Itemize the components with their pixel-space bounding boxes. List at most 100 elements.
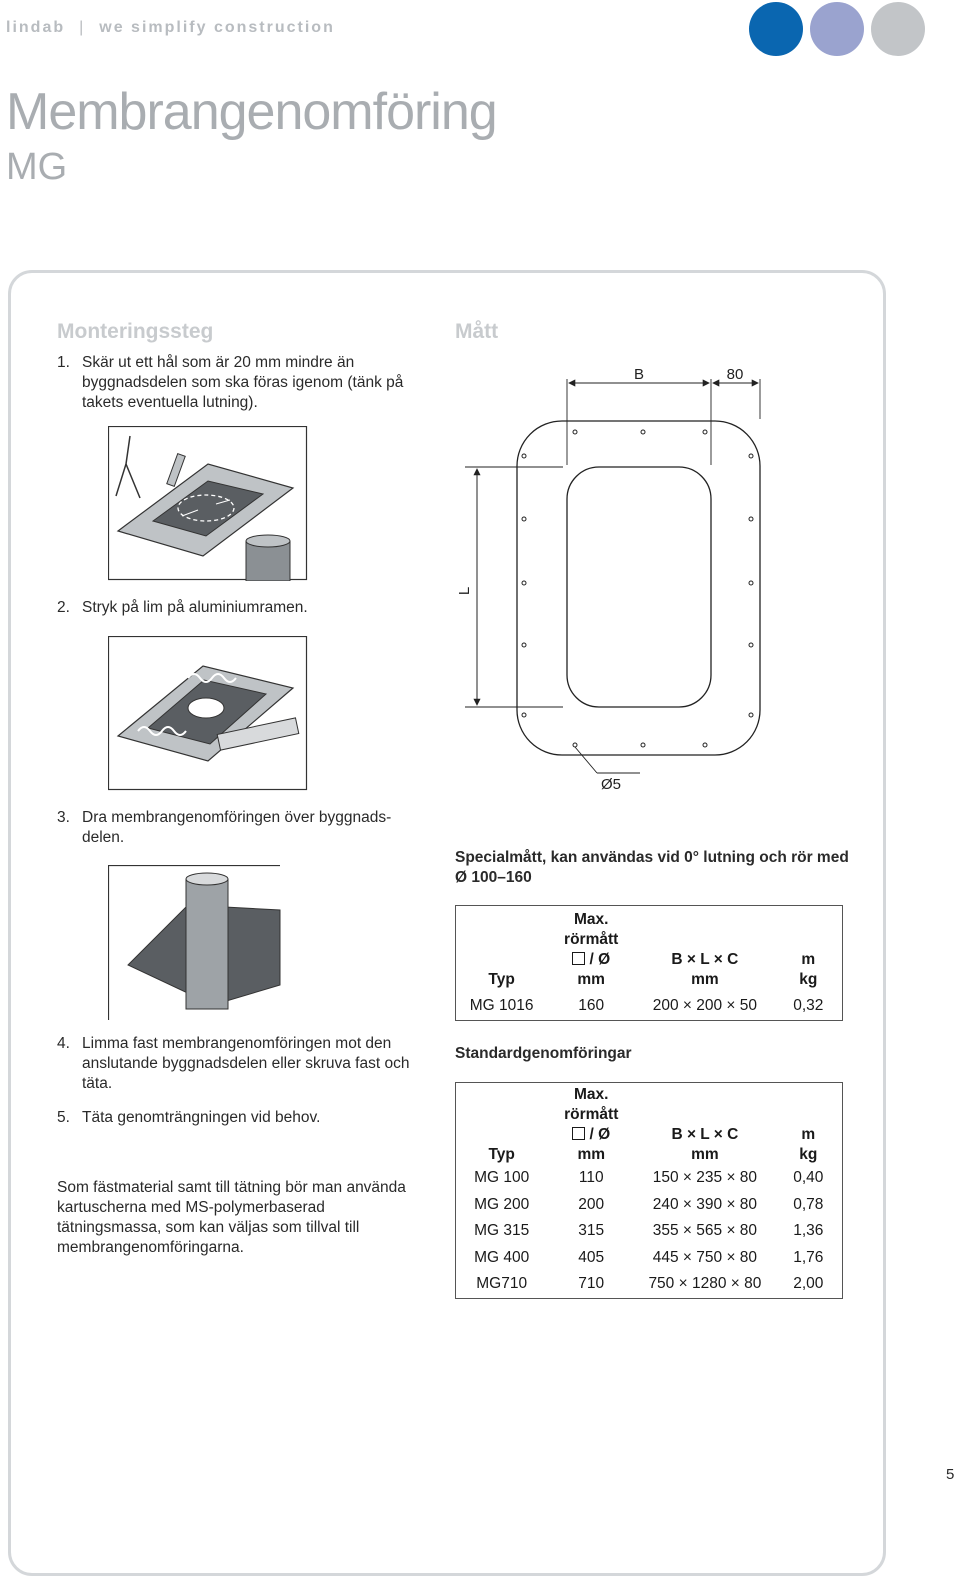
header-blc-line: mm <box>691 971 719 988</box>
brand-slogan: we simplify construction <box>99 19 335 36</box>
blue-dot <box>749 2 803 56</box>
step-text: Dra membrangenomföringen över byggnads-d… <box>82 809 392 846</box>
cell-max: 405 <box>578 1248 605 1266</box>
step-number: 2. <box>57 599 70 616</box>
header-m-line: kg <box>799 1146 818 1163</box>
header-max-line: Max. <box>574 1086 609 1103</box>
header-max-line: rörmått <box>564 1106 619 1123</box>
cell-typ: MG 100 <box>474 1169 530 1187</box>
page-title: Membrangenomföring <box>6 83 498 141</box>
table-row: MG 200 200 240 × 390 × 80 0,78 <box>456 1192 843 1219</box>
cell-m: 1,76 <box>793 1248 824 1266</box>
table-row: MG 100 110 150 × 235 × 80 0,40 <box>456 1165 843 1192</box>
header-blc-line: mm <box>691 1146 719 1163</box>
cell-m: 1,36 <box>793 1222 824 1240</box>
header-typ: Typ <box>488 971 515 988</box>
step-5: 5. Täta genomträngningen vid behov. <box>57 1108 427 1128</box>
dim-label-80: 80 <box>727 366 744 383</box>
cell-max: 315 <box>578 1222 605 1240</box>
header-max-symbol: / Ø <box>589 1126 611 1143</box>
header-max-line: mm <box>577 971 605 988</box>
header-max-line: / Ø <box>547 1125 635 1145</box>
cell-max: 710 <box>578 1275 605 1293</box>
cell-m: 2,00 <box>793 1275 824 1293</box>
step-3: 3. Dra membrangenomföringen över byggnad… <box>57 808 417 848</box>
cut-hole-illustration <box>108 426 308 581</box>
matt-heading: Mått <box>455 320 499 343</box>
table-row: MG 315 315 355 × 565 × 80 1,36 <box>456 1218 843 1245</box>
cell-typ: MG 200 <box>474 1195 530 1213</box>
cell-max: 160 <box>578 997 605 1015</box>
step-text: Limma fast membrangenomföringen mot den … <box>82 1035 410 1092</box>
montering-heading: Monteringssteg <box>57 320 214 343</box>
header-blc: B × L × C mm <box>635 906 775 994</box>
header-max-line: Max. <box>573 911 609 928</box>
table-header-row: Typ Max. rörmått / Ø mm B × L × C mm m k… <box>456 1083 843 1166</box>
cell-m: 0,78 <box>793 1195 824 1213</box>
header-max-line: mm <box>577 1146 606 1163</box>
cell-typ: MG 1016 <box>469 997 534 1015</box>
step-4: 4. Limma fast membrangenomföringen mot d… <box>57 1034 427 1094</box>
header-blc: B × L × C mm <box>635 1083 775 1166</box>
page-subtitle: MG <box>6 146 68 188</box>
special-table-title: Specialmått, kan användas vid 0° lutning… <box>455 849 849 886</box>
brand-separator: | <box>79 19 86 36</box>
step-text: Stryk på lim på aluminiumramen. <box>82 599 308 616</box>
header-max-line: rörmått <box>564 931 619 948</box>
dimension-drawing: B 80 L Ø5 <box>456 366 761 793</box>
step-text: Täta genomträngningen vid behov. <box>82 1109 321 1126</box>
cell-max: 110 <box>578 1169 604 1187</box>
cell-typ: MG 315 <box>474 1222 530 1240</box>
header-max: Max. rörmått / Ø mm <box>547 1083 635 1166</box>
header-m-line: m <box>801 951 816 968</box>
cell-blc: 445 × 750 × 80 <box>652 1248 758 1266</box>
table-row: MG710 710 750 × 1280 × 80 2,00 <box>456 1271 843 1298</box>
square-icon <box>572 1127 586 1140</box>
dim-label-l: L <box>456 587 473 595</box>
header-m-line: kg <box>799 971 818 988</box>
cell-typ: MG710 <box>476 1275 528 1293</box>
header-max-symbol: / Ø <box>589 951 611 968</box>
apply-glue-illustration <box>108 636 308 791</box>
standard-table-title: Standardgenomföringar <box>455 1045 632 1062</box>
brand-name: lindab <box>6 19 66 36</box>
header-m-line: m <box>801 1126 816 1143</box>
header-typ: Typ <box>488 1146 515 1163</box>
dim-label-hole: Ø5 <box>601 776 621 793</box>
cell-blc: 750 × 1280 × 80 <box>648 1275 762 1293</box>
step-number: 5. <box>57 1109 70 1126</box>
step-2: 2. Stryk på lim på aluminiumramen. <box>57 598 417 618</box>
table-row: MG 1016 160 200 × 200 × 50 0,32 <box>456 993 843 1020</box>
header-m: m kg <box>775 1083 843 1166</box>
cell-m: 0,32 <box>793 997 824 1015</box>
standard-table: Typ Max. rörmått / Ø mm B × L × C mm m k… <box>455 1082 843 1299</box>
cell-blc: 355 × 565 × 80 <box>652 1222 758 1240</box>
header-blc-line: B × L × C <box>671 1126 739 1143</box>
lavender-dot <box>810 2 864 56</box>
step-number: 3. <box>57 809 70 826</box>
cell-m: 0,40 <box>793 1169 824 1187</box>
grey-dot <box>871 2 925 56</box>
step-text: Skär ut ett hål som är 20 mm mindre än b… <box>82 354 404 411</box>
cell-typ: MG 400 <box>474 1248 530 1266</box>
dim-label-b: B <box>634 366 644 383</box>
cell-blc: 150 × 235 × 80 <box>652 1169 758 1187</box>
header-max: Max. rörmått / Ø mm <box>547 906 635 994</box>
pull-over-illustration <box>108 865 281 1020</box>
fastening-note: Som fästmaterial samt till tätning bör m… <box>57 1179 406 1256</box>
table-header-row: Typ Max. rörmått / Ø mm B × L × C mm m k… <box>456 906 843 994</box>
page-number: 5 <box>946 1466 955 1483</box>
special-table: Typ Max. rörmått / Ø mm B × L × C mm m k… <box>455 905 843 1021</box>
cell-max: 200 <box>578 1195 605 1213</box>
header-blc-line: B × L × C <box>671 951 739 968</box>
step-number: 1. <box>57 354 70 371</box>
brand-header: lindab | we simplify construction <box>6 19 335 37</box>
square-icon <box>572 952 586 965</box>
step-1: 1. Skär ut ett hål som är 20 mm mindre ä… <box>57 353 417 413</box>
step-number: 4. <box>57 1035 70 1052</box>
table-row: MG 400 405 445 × 750 × 80 1,76 <box>456 1245 843 1272</box>
header-max-line: / Ø <box>547 950 635 970</box>
cell-blc: 200 × 200 × 50 <box>652 997 758 1015</box>
cell-blc: 240 × 390 × 80 <box>652 1195 758 1213</box>
header-m: m kg <box>775 906 843 994</box>
